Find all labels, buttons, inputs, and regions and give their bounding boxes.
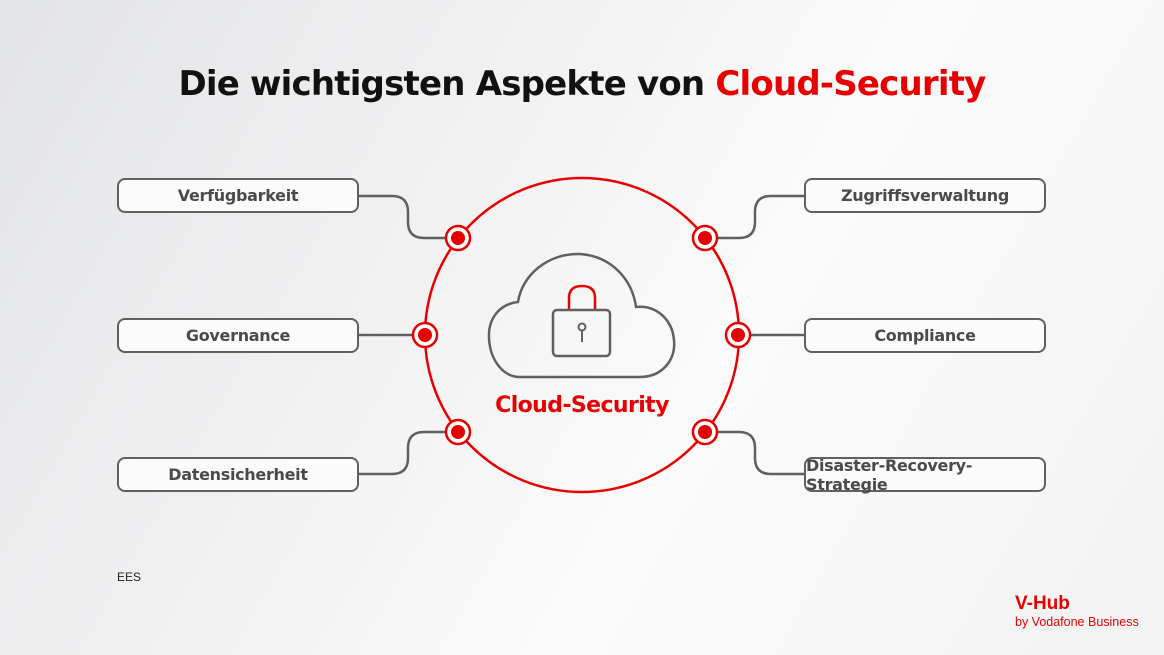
title-prefix: Die wichtigsten Aspekte von <box>178 64 705 104</box>
brand-name: V-Hub <box>1015 593 1070 614</box>
lock-body-icon <box>551 308 612 358</box>
aspect-box-datensicherheit: Datensicherheit <box>117 457 359 492</box>
aspect-box-disaster-recovery: Disaster-Recovery-Strategie <box>804 455 1046 494</box>
brand-logo: V-Hub by Vodafone Business <box>1015 594 1139 630</box>
aspect-label: Verfügbarkeit <box>177 186 299 205</box>
node-disaster-recovery <box>691 418 719 446</box>
page-title: Die wichtigsten Aspekte von Cloud-Securi… <box>0 64 1164 104</box>
connector-datensicherheit <box>357 430 448 476</box>
node-compliance <box>724 321 752 349</box>
aspect-label: Compliance <box>874 326 976 345</box>
source-note: EES <box>117 570 142 584</box>
aspect-label: Governance <box>185 326 291 345</box>
aspect-box-governance: Governance <box>117 318 359 353</box>
title-highlight: Cloud-Security <box>715 64 986 104</box>
connector-verfuegbarkeit <box>357 194 448 240</box>
aspect-label: Zugriffsverwaltung <box>841 186 1009 205</box>
cloud-lock-icon <box>487 252 676 379</box>
node-zugriffsverwaltung <box>691 224 719 252</box>
aspect-label: Disaster-Recovery-Strategie <box>806 455 973 494</box>
aspect-box-compliance: Compliance <box>804 318 1046 353</box>
aspect-box-zugriffsverwaltung: Zugriffsverwaltung <box>804 178 1046 213</box>
brand-tagline: by Vodafone Business <box>1015 615 1139 629</box>
node-governance <box>411 321 439 349</box>
node-datensicherheit <box>444 418 472 446</box>
connector-zugriffsverwaltung <box>715 194 806 240</box>
center-label: Cloud-Security <box>495 393 669 418</box>
aspect-label: Datensicherheit <box>168 465 308 484</box>
lock-shackle-icon <box>567 284 597 310</box>
aspect-box-verfuegbarkeit: Verfügbarkeit <box>117 178 359 213</box>
connector-disaster-recovery <box>715 430 806 476</box>
cloud-icon <box>487 252 676 379</box>
node-verfuegbarkeit <box>444 224 472 252</box>
keyhole-icon <box>577 322 587 332</box>
